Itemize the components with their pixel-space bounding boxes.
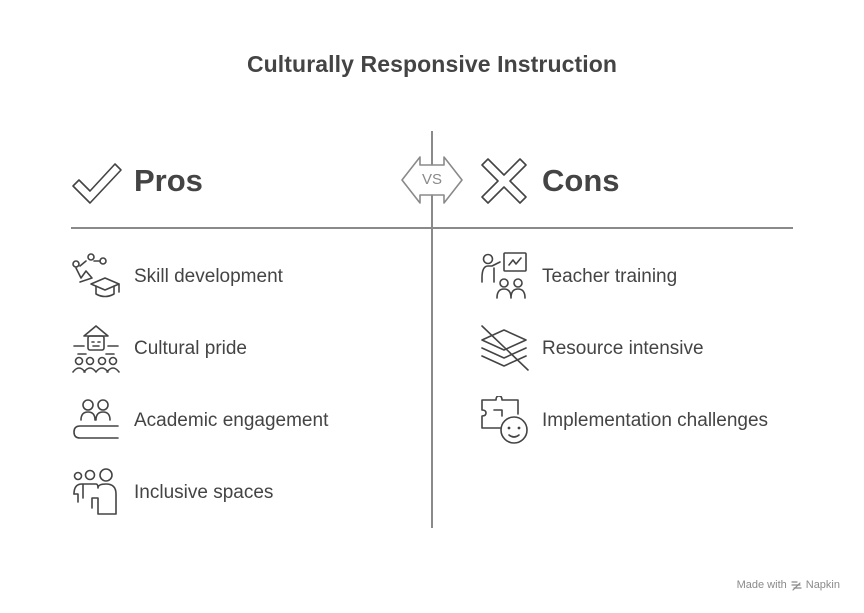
list-item: Academic engagement <box>72 396 392 452</box>
list-item: Teacher training <box>480 252 820 308</box>
list-item-label: Skill development <box>134 266 283 287</box>
diverse-people-icon <box>72 468 124 520</box>
x-mark-icon <box>480 157 528 210</box>
crossed-stack-icon <box>480 324 532 376</box>
footer-watermark: Made with Napkin <box>737 579 840 591</box>
napkin-logo-icon <box>791 580 802 591</box>
list-item-label: Resource intensive <box>542 338 704 359</box>
students-at-desk-icon <box>72 396 124 448</box>
vs-label: VS <box>421 171 442 188</box>
horizontal-divider <box>71 227 793 229</box>
list-item-label: Academic engagement <box>134 410 329 431</box>
made-with-text: Made with <box>736 579 787 591</box>
double-arrow-icon <box>401 156 463 204</box>
teacher-presentation-icon <box>480 252 532 304</box>
puzzle-face-icon <box>480 395 532 448</box>
graduation-cap-icon <box>72 252 124 304</box>
pros-heading: Pros <box>134 163 203 198</box>
brand-text: Napkin <box>805 579 840 591</box>
list-item-label: Implementation challenges <box>542 410 769 431</box>
page-title: Culturally Responsive Instruction <box>246 51 618 77</box>
checkmark-icon <box>71 160 123 211</box>
cultural-group-icon <box>72 324 124 376</box>
list-item-label: Cultural pride <box>134 338 247 359</box>
list-item: Cultural pride <box>72 324 392 380</box>
vertical-divider <box>431 131 433 528</box>
list-item-label: Inclusive spaces <box>134 482 274 503</box>
list-item: Implementation challenges <box>480 395 820 452</box>
cons-heading: Cons <box>542 163 620 198</box>
list-item-label: Teacher training <box>542 266 678 287</box>
list-item: Skill development <box>72 252 392 308</box>
vs-badge: VS <box>401 155 463 205</box>
list-item: Resource intensive <box>480 324 820 380</box>
list-item: Inclusive spaces <box>72 468 392 524</box>
